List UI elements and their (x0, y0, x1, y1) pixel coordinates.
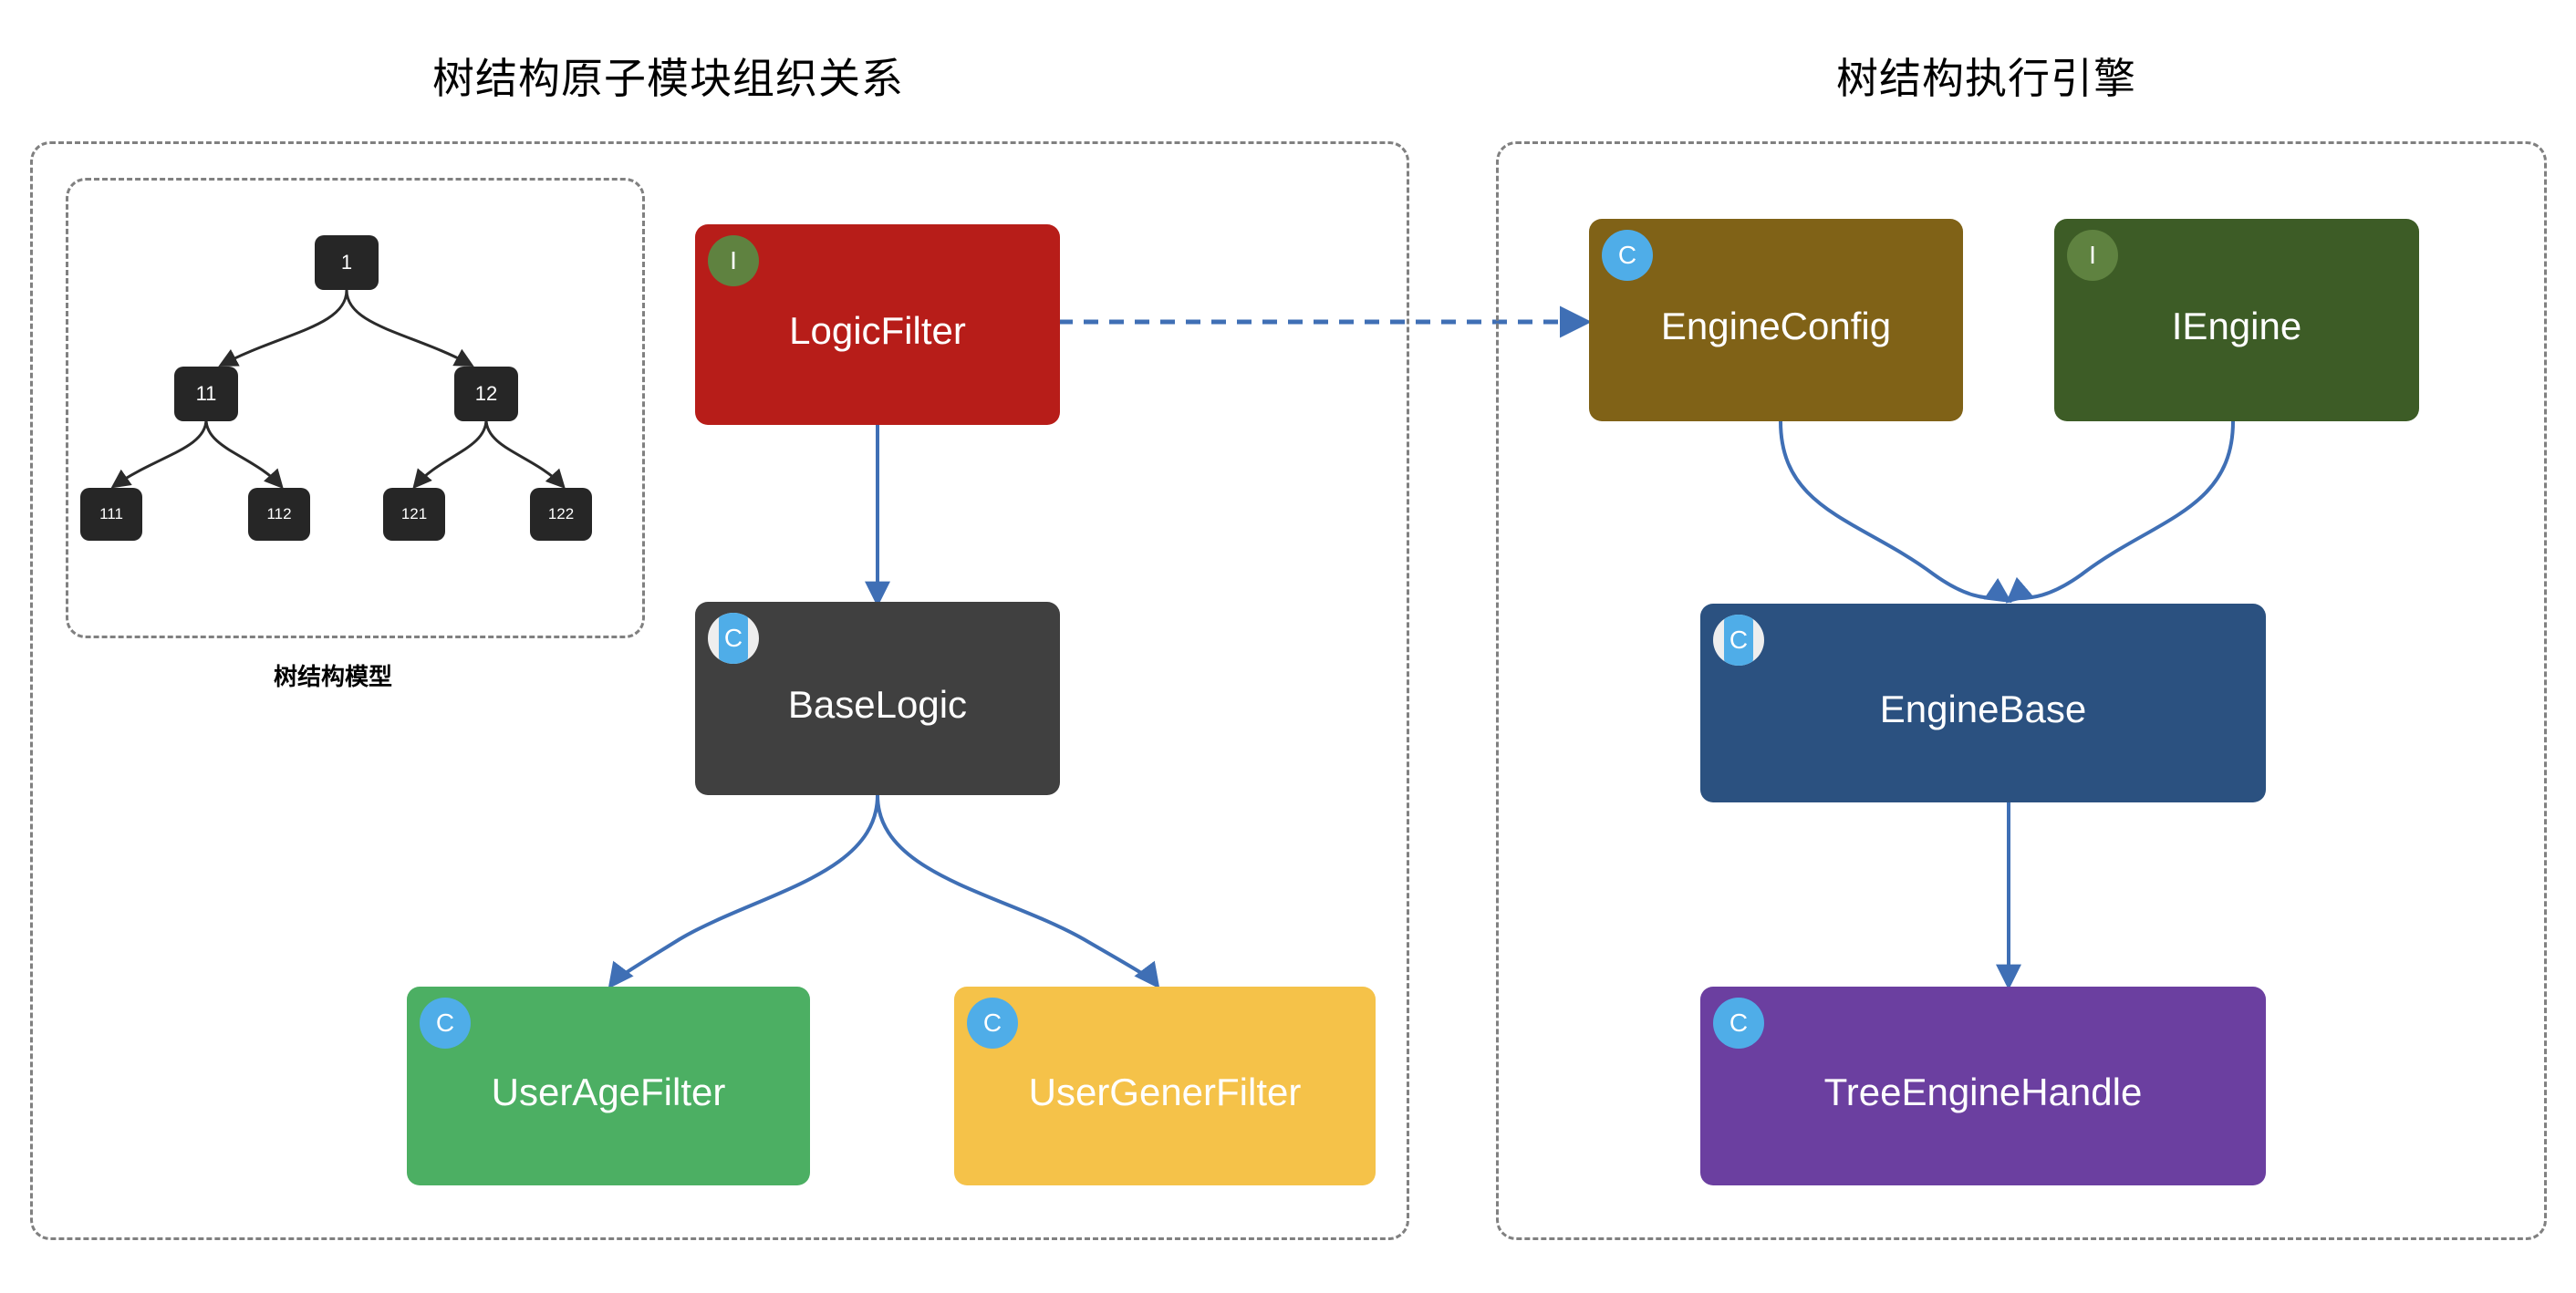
node-engineconfig[interactable]: C EngineConfig (1589, 219, 1963, 421)
tree-node-122: 122 (530, 488, 592, 541)
tree-node-label: 122 (547, 505, 575, 522)
badge-letter: C (982, 1009, 1002, 1037)
node-iengine[interactable]: I IEngine (2054, 219, 2419, 421)
tree-node-label: 121 (400, 505, 428, 522)
class-badge-icon: C (967, 998, 1018, 1049)
class-badge-icon: C (1713, 615, 1764, 666)
edge-iengine-enginebase (2005, 420, 2235, 604)
interface-badge-icon: I (2067, 230, 2118, 281)
class-badge-icon: C (1602, 230, 1653, 281)
tree-node-12: 12 (454, 367, 518, 421)
badge-letter: C (1729, 626, 1749, 654)
panel-execution-engine (1496, 141, 2547, 1240)
tree-node-label: 11 (195, 382, 217, 405)
tree-node-11: 11 (174, 367, 238, 421)
panel-atomic-modules (30, 141, 1409, 1240)
badge-letter: I (2089, 241, 2096, 269)
tree-node-root: 1 (315, 235, 379, 290)
node-label: LogicFilter (789, 309, 966, 352)
tree-node-121: 121 (383, 488, 445, 541)
class-badge-icon: C (1713, 998, 1764, 1049)
tree-edges (110, 289, 566, 490)
node-label: EngineConfig (1660, 305, 1892, 347)
node-usergenerfilter[interactable]: C UserGenerFilter (954, 987, 1376, 1185)
node-baselogic[interactable]: C BaseLogic (695, 602, 1060, 795)
tree-node-111: 111 (80, 488, 142, 541)
badge-letter: C (435, 1009, 455, 1037)
class-badge-icon: C (420, 998, 471, 1049)
node-label: UserAgeFilter (491, 1071, 726, 1113)
edge-baselogic-useragefilter (608, 794, 879, 989)
badge-letter: C (1617, 241, 1637, 269)
node-label: IEngine (2171, 305, 2302, 347)
edge-baselogic-usergenerfilter (876, 794, 1160, 989)
node-label: UserGenerFilter (1028, 1071, 1302, 1113)
page-title-right: 树结构执行引擎 (1836, 55, 2136, 102)
badge-letter: C (723, 624, 743, 652)
node-treeenginehandle[interactable]: C TreeEngineHandle (1700, 987, 2266, 1185)
tree-model-label: 树结构模型 (274, 663, 393, 690)
badge-letter: I (730, 246, 737, 274)
page-title-left: 树结构原子模块组织关系 (432, 55, 904, 102)
edge-engineconfig-enginebase (1779, 420, 2012, 604)
node-label: EngineBase (1879, 688, 2087, 730)
tree-node-112: 112 (248, 488, 310, 541)
node-logicfilter[interactable]: I LogicFilter (695, 224, 1060, 425)
node-useragefilter[interactable]: C UserAgeFilter (407, 987, 810, 1185)
tree-node-label: 12 (474, 382, 498, 405)
tree-node-label: 112 (266, 505, 292, 522)
tree-node-label: 1 (340, 251, 353, 274)
class-badge-icon: C (708, 613, 759, 664)
node-label: BaseLogic (787, 683, 968, 726)
interface-badge-icon: I (708, 235, 759, 286)
badge-letter: C (1729, 1009, 1749, 1037)
node-enginebase[interactable]: C EngineBase (1700, 604, 2266, 802)
node-label: TreeEngineHandle (1823, 1071, 2143, 1113)
panel-tree-model (66, 178, 645, 638)
tree-node-label: 111 (99, 505, 123, 522)
